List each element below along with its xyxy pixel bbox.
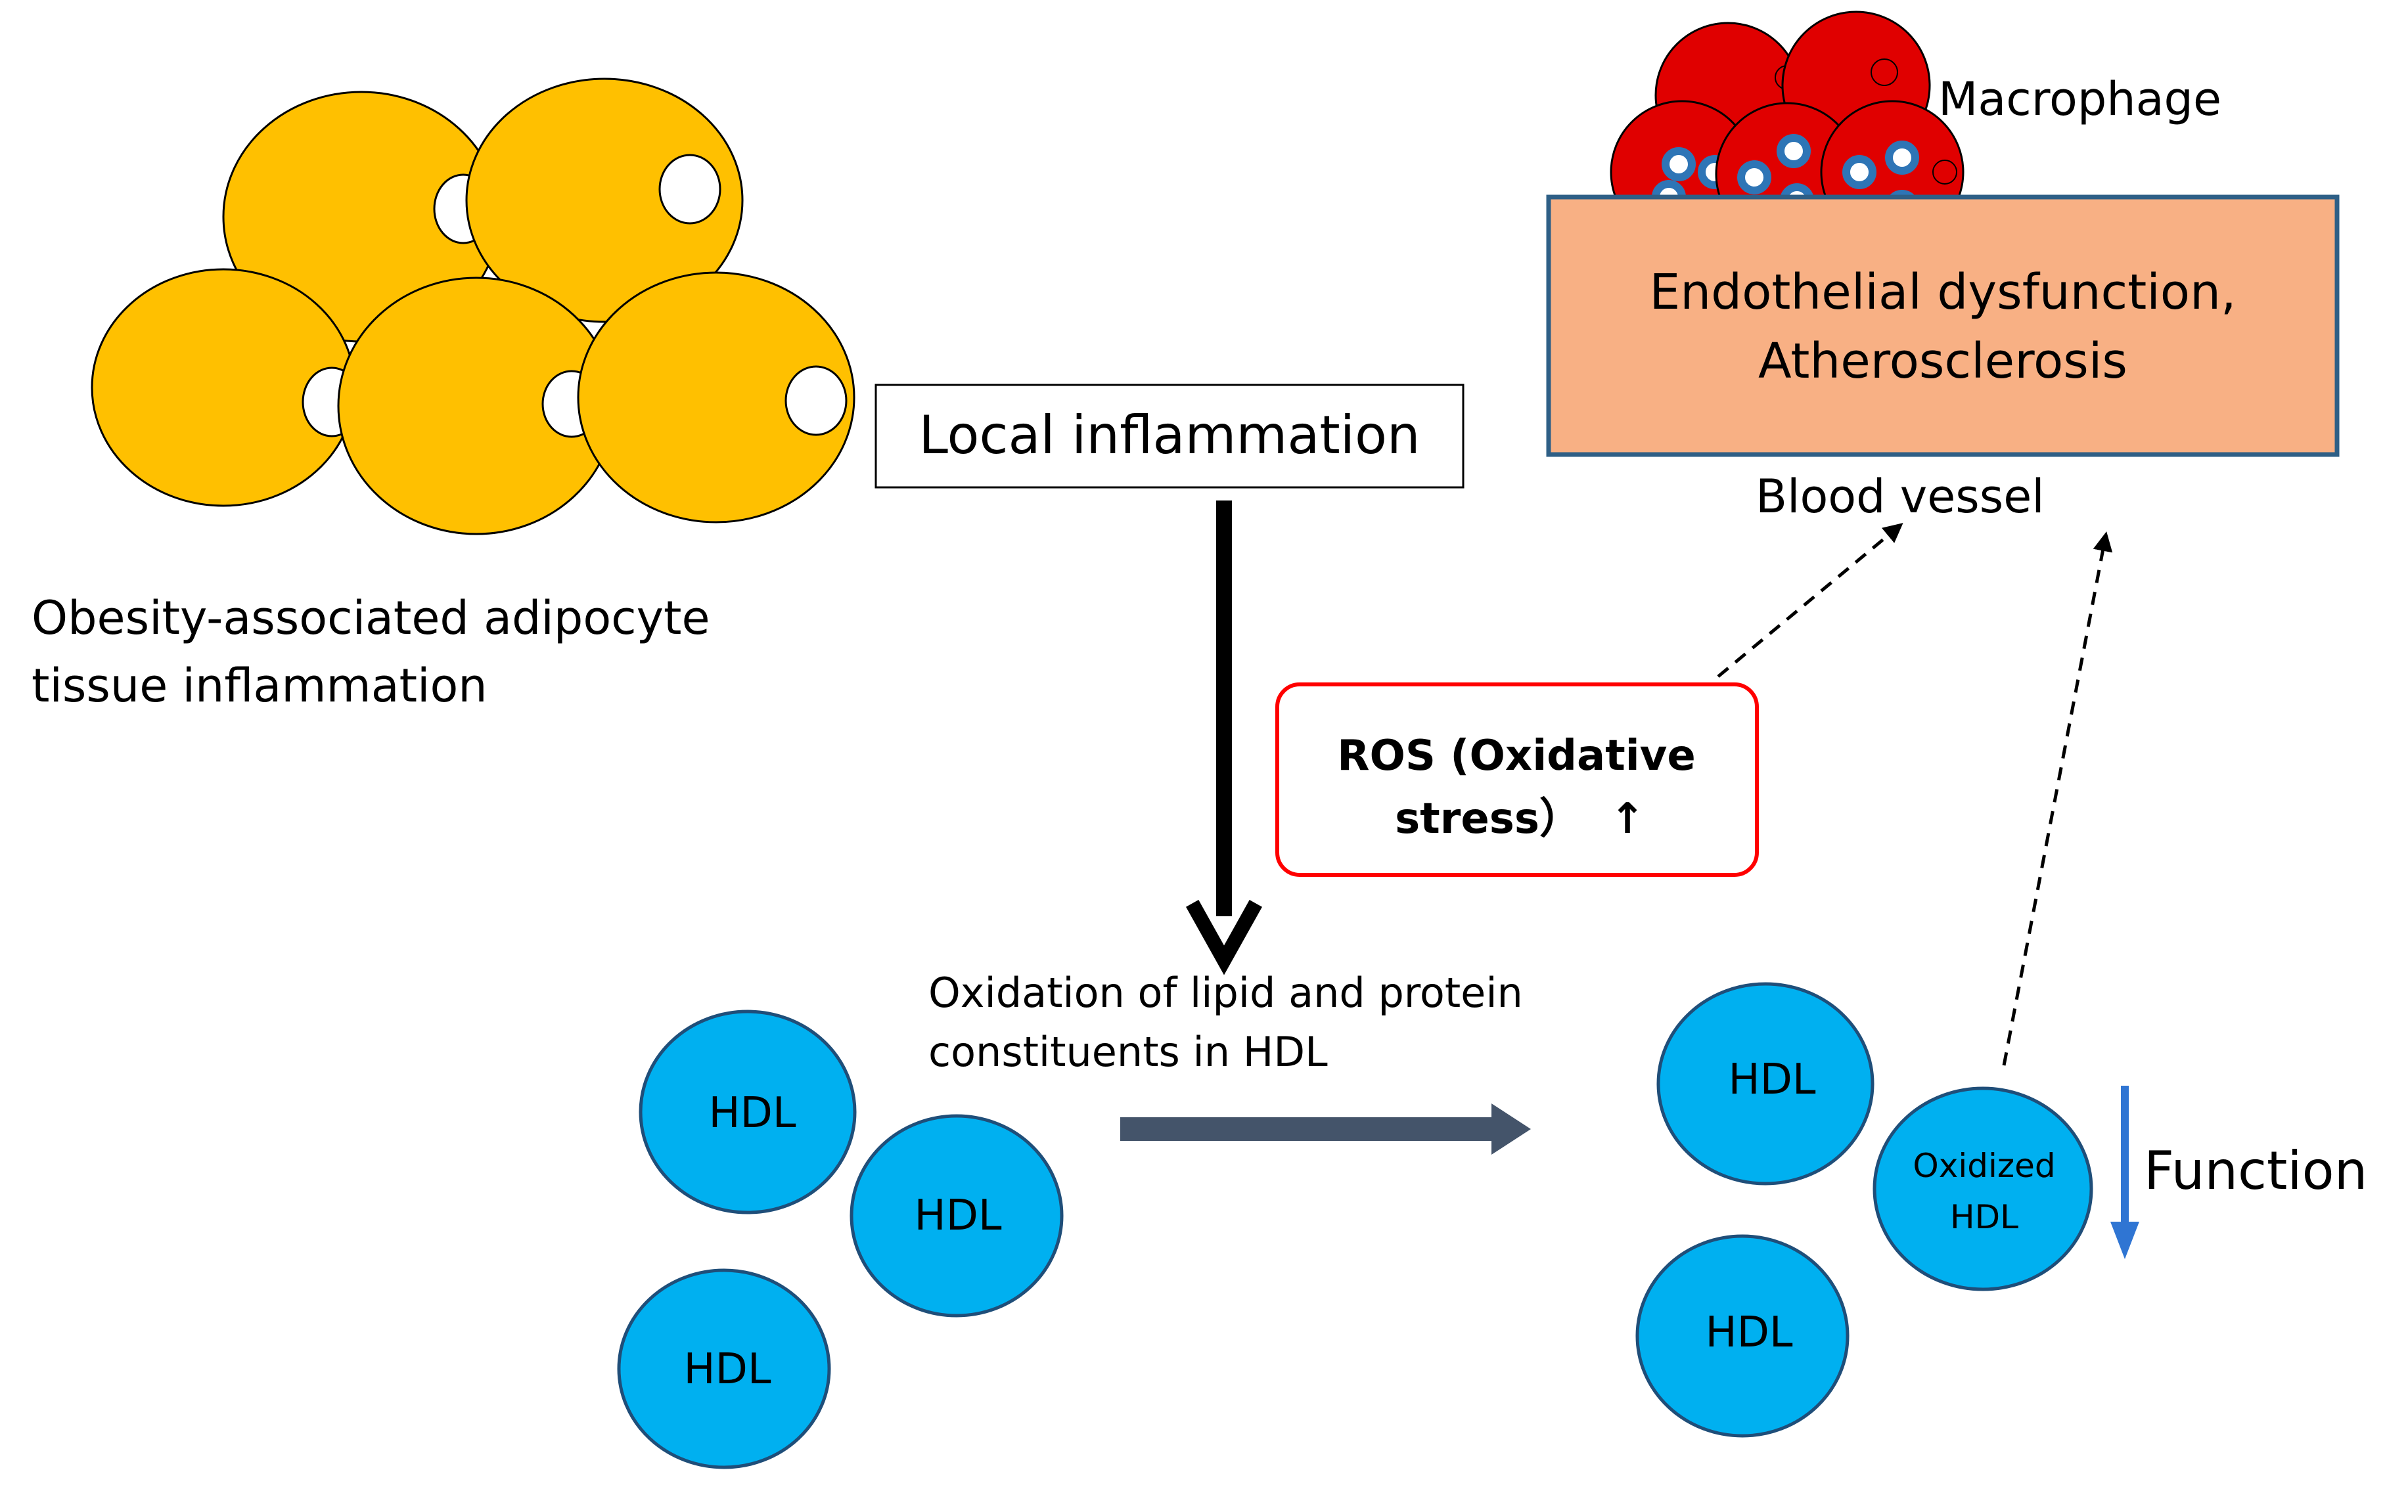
adipocyte-cluster xyxy=(91,78,855,535)
macrophage-label: Macrophage xyxy=(1938,72,2221,126)
adipocyte-cell xyxy=(465,78,744,323)
hdl-particle: HDL xyxy=(1656,982,1874,1186)
oxidized-hdl-label-line2: HDL xyxy=(1950,1198,2018,1236)
down-arrow-icon xyxy=(1186,500,1262,975)
oxidation-label-line2: constituents in HDL xyxy=(928,1028,1328,1076)
oxidized-hdl-to-vessel-arrow xyxy=(2002,531,2113,1066)
local-inflammation-label: Local inflammation xyxy=(919,405,1420,466)
ros-box xyxy=(1275,682,1759,877)
hdl-label: HDL xyxy=(683,1345,771,1394)
hdl-label: HDL xyxy=(1728,1056,1815,1104)
blood-vessel-label: Blood vessel xyxy=(1756,470,2045,523)
adipocyte-label-line1: Obesity-associated adipocyte xyxy=(32,591,710,645)
adipocyte-cell xyxy=(577,271,855,523)
function-down-arrow-icon xyxy=(2110,1086,2139,1259)
up-arrow-icon: ↑ xyxy=(1610,795,1645,843)
endothelium-box xyxy=(1546,194,2340,457)
hdl-particle: HDL xyxy=(639,1010,857,1214)
adipocyte-cell xyxy=(337,277,616,535)
ros-to-vessel-arrow xyxy=(1717,523,1903,678)
oxidized-hdl-particle: Oxidized HDL xyxy=(1873,1086,2093,1291)
local-inflammation-box xyxy=(875,384,1465,489)
hdl-particle: HDL xyxy=(1635,1234,1850,1438)
endothelial-label-line1: Endothelial dysfunction, xyxy=(1649,264,2236,321)
oxidation-label-line1: Oxidation of lipid and protein xyxy=(928,969,1523,1017)
ros-label-line2: stress） xyxy=(1395,795,1581,843)
process-arrow-icon xyxy=(1120,1103,1531,1155)
endothelial-label-line2: Atherosclerosis xyxy=(1758,333,2127,389)
adipocyte-label-line2: tissue inflammation xyxy=(32,659,488,713)
hdl-label: HDL xyxy=(708,1089,796,1138)
hdl-particle: HDL xyxy=(850,1114,1064,1318)
hdl-particle: HDL xyxy=(617,1268,831,1469)
function-label: Function xyxy=(2144,1140,2367,1201)
oxidized-hdl-label-line1: Oxidized xyxy=(1913,1147,2055,1185)
hdl-label: HDL xyxy=(1705,1308,1792,1357)
ros-label-line1: ROS (Oxidative xyxy=(1337,732,1696,780)
hdl-label: HDL xyxy=(914,1191,1001,1240)
